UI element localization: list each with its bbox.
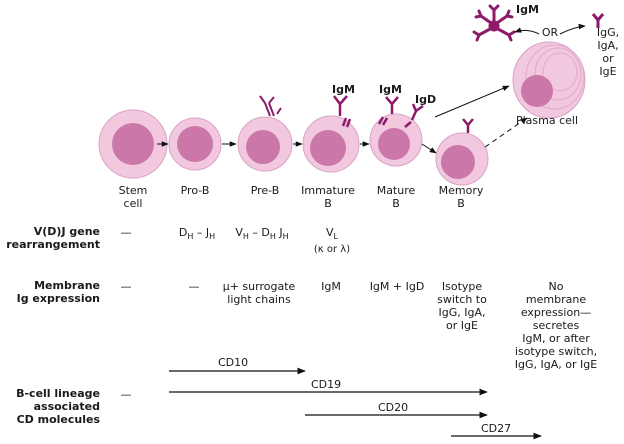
membrane-plasma-line-1: No [548,280,564,293]
pro-b-cell [168,117,222,171]
vdj-prob-d: D [178,226,188,239]
cd-arrows [169,367,542,440]
stage-label-line: Pro-B [180,184,210,197]
vdj-immature: VL (κ or λ) [302,226,362,256]
vdj-prob-dash: – [193,226,206,239]
cd19-label: CD19 [311,378,342,391]
membrane-memory-line-4: or IgE [446,319,478,332]
vdj-preb-j-sub: H [282,232,289,242]
stage-label-pro-b: Pro-B [155,184,235,197]
igm-mature-label: IgM [379,83,402,96]
plasma-isotype-line-2: IgA, [597,39,619,52]
membrane-plasma-line-5: IgM, or after [522,332,590,345]
membrane-header-line-1: Membrane [34,279,100,292]
membrane-header-line-2: Ig expression [16,292,100,305]
cd20-label: CD20 [378,401,409,414]
igm-immature-label: IgM [332,83,355,96]
stem-cell [98,109,168,179]
stage-label-pre-b: Pre-B [225,184,305,197]
cd-stem: — [120,388,132,401]
stage-label-line: B [457,197,465,210]
vdj-prob-j-sub: H [209,232,216,242]
membrane-memory-line-3: IgG, IgA, [438,306,486,319]
membrane-plasma-line-3: expression— [520,306,592,319]
cd-header-line-2: associated [33,400,100,413]
mature-b-cell [369,113,423,167]
secreted-igm-pentamer-icon [472,4,516,42]
membrane-memory-line-1: Isotype [441,280,483,293]
membrane-memory: Isotype switch to IgG, IgA, or IgE [430,280,494,332]
stage-label-line: Immature [301,184,355,197]
pre-b-cell [237,116,293,172]
membrane-stem: — [120,280,132,293]
membrane-mature: IgM + IgD [369,280,425,293]
plasma-isotype-line-3: or [602,52,614,65]
vdj-stem: — [120,226,132,239]
vdj-imm-note: (κ or λ) [313,244,351,256]
vdj-prob-d-sub: H [187,232,194,242]
membrane-immature: IgM [321,280,341,293]
membrane-plasma: No membrane expression— secretes IgM, or… [500,280,612,371]
membrane-plasma-line-2: membrane [525,293,587,306]
stage-label-line: cell [123,197,143,210]
vdj-pro-b: DH – JH [162,226,232,243]
vdj-header-line-2: rearrangement [6,238,100,251]
cd-header-line-1: B-cell lineage [16,387,100,400]
pre-b-receptor-icon [259,95,282,117]
vdj-imm-v: V [326,226,334,239]
vdj-preb-v: V [235,226,243,239]
plasma-isotype-line-1: IgG, [596,26,620,39]
membrane-memory-line-2: switch to [437,293,487,306]
stage-label-line: B [392,197,400,210]
igm-receptor-immature-icon [333,95,352,128]
vdj-row-header: V(D)J gene rearrangement [4,225,100,251]
igg-iga-ige-plasma-label: IgG, IgA, or IgE [594,26,622,78]
stage-label-line: Stem [118,184,148,197]
vdj-pre-b: VH – DH JH [226,226,298,243]
vdj-header-line-1: V(D)J gene [33,225,100,238]
membrane-row-header: Membrane Ig expression [4,279,100,305]
igm-receptor-mature-icon [377,96,399,126]
or-label: OR [541,26,559,39]
membrane-plasma-line-7: IgG, IgA, or IgE [514,358,598,371]
stage-label-line: Memory [438,184,484,197]
igm-plasma-label: IgM [516,3,539,16]
development-arrows [157,23,586,154]
immature-b-cell [302,115,360,173]
vdj-preb-d: – D [248,226,270,239]
membrane-pre-b: μ+ surrogate light chains [218,280,300,306]
memory-b-cell [435,132,489,186]
membrane-plasma-line-4: secretes [532,319,580,332]
switched-receptor-memory-icon [462,118,474,133]
membrane-pro-b: — [188,280,200,293]
vdj-prob-j: J [205,226,210,239]
stage-label-line: Mature [376,184,416,197]
membrane-preb-line-2: light chains [227,293,291,306]
cd10-label: CD10 [218,356,249,369]
plasma-isotype-line-4: IgE [599,65,617,78]
cd-header-line-3: CD molecules [16,413,100,426]
membrane-plasma-line-6: isotype switch, [514,345,598,358]
vdj-imm-v-sub: L [333,232,338,242]
plasma-cell [512,41,586,119]
vdj-preb-d-sub: H [269,232,276,242]
membrane-preb-line-1: μ+ surrogate [222,280,296,293]
stage-label-line: B [324,197,332,210]
cd-row-header: B-cell lineage associated CD molecules [4,387,100,426]
vdj-preb-j: J [275,226,283,239]
cd27-label: CD27 [481,422,512,435]
igd-mature-label: IgD [415,93,437,106]
vdj-preb-v-sub: H [242,232,249,242]
secreted-igg-icon [591,13,605,28]
plasma-cell-label: Plasma cell [515,114,579,127]
stage-label-line: Pre-B [250,184,280,197]
igd-receptor-mature-icon [404,103,424,128]
